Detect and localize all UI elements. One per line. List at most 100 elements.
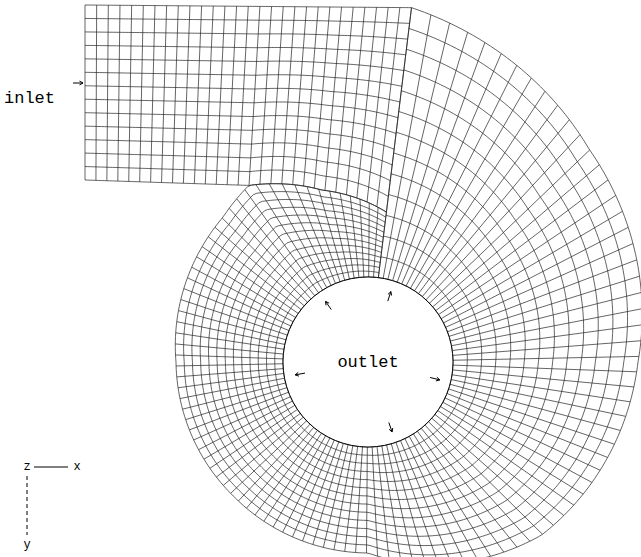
- mesh-line: [419, 105, 558, 293]
- mesh-line: [85, 45, 406, 54]
- mesh-line: [178, 311, 285, 340]
- mesh-line: [238, 424, 310, 501]
- mesh-line: [453, 356, 639, 360]
- mesh-line: [275, 257, 468, 455]
- mesh-line: [140, 5, 144, 181]
- axis-line: [34, 467, 68, 468]
- outlet-arrow: [295, 372, 305, 376]
- mesh-line: [197, 257, 296, 318]
- mesh-line: [172, 6, 178, 183]
- mesh-line: [249, 6, 260, 185]
- axis-label: y: [23, 539, 30, 551]
- mesh-line: [194, 397, 291, 440]
- outlet-arrow: [326, 301, 332, 309]
- mesh-line: [439, 195, 616, 314]
- mesh-line: [258, 215, 496, 472]
- mesh-line: [95, 5, 97, 180]
- mesh-line: [192, 267, 293, 322]
- mesh-line: [441, 211, 622, 318]
- axis-label: z: [23, 461, 30, 473]
- mesh-line: [210, 409, 298, 468]
- mesh-line: [446, 244, 633, 328]
- mesh-line: [447, 260, 636, 332]
- mesh-line: [180, 378, 285, 398]
- mesh-line: [443, 402, 592, 482]
- mesh-line: [208, 237, 301, 310]
- mesh-line: [85, 72, 402, 86]
- mesh-line: [267, 236, 482, 464]
- mesh-line: [183, 383, 286, 409]
- mesh-line: [292, 440, 334, 537]
- mesh-line: [415, 91, 545, 291]
- mesh-line: [413, 434, 490, 556]
- mesh-line: [216, 6, 225, 184]
- outlet-circle: [283, 277, 453, 447]
- mesh-line: [372, 447, 377, 556]
- mesh-line: [176, 364, 283, 366]
- axis-label: x: [73, 461, 80, 473]
- mesh-line: [245, 190, 319, 293]
- mesh-line: [383, 15, 431, 279]
- mesh-line: [233, 153, 539, 499]
- mesh-line: [85, 126, 394, 149]
- mesh-line: [204, 405, 295, 459]
- mesh-line: [205, 6, 213, 184]
- mesh-line: [184, 289, 289, 331]
- mesh-line: [151, 6, 155, 183]
- mesh-line: [391, 444, 425, 557]
- mesh-line: [382, 446, 401, 557]
- mesh-line: [260, 7, 272, 185]
- mesh-line: [451, 380, 626, 417]
- mesh-line: [118, 5, 120, 181]
- outlet-label: outlet: [337, 354, 398, 371]
- mesh-line: [452, 375, 630, 402]
- mesh-line: [271, 7, 283, 184]
- mesh-line: [429, 150, 589, 303]
- mesh-line: [85, 86, 400, 102]
- mesh-line: [377, 447, 389, 557]
- mesh-line: [405, 439, 464, 557]
- mesh-line: [85, 32, 408, 39]
- mesh-grid: [85, 5, 641, 557]
- mesh-line: [85, 140, 392, 165]
- mesh-line: [237, 199, 315, 296]
- mesh-line: [194, 6, 201, 184]
- mesh-line: [85, 5, 86, 180]
- inlet-label: inlet: [4, 90, 55, 107]
- mesh-line: [200, 70, 598, 536]
- mesh-line: [250, 195, 511, 482]
- mesh-line: [175, 8, 641, 557]
- mesh-line: [85, 59, 404, 71]
- mesh-line: [85, 99, 398, 118]
- inlet-arrow: [73, 81, 83, 85]
- mesh-line: [323, 445, 348, 548]
- mesh-line: [295, 185, 336, 284]
- mesh-line: [107, 5, 108, 181]
- mesh-line: [409, 436, 477, 557]
- axis-line: [27, 476, 28, 535]
- mesh-line: [440, 406, 583, 494]
- outlet-arrow: [430, 377, 440, 381]
- mesh-line: [283, 277, 453, 447]
- mesh-line: [238, 6, 248, 185]
- mesh-line: [85, 18, 410, 23]
- mesh-line: [209, 91, 584, 527]
- mesh-line: [85, 180, 386, 212]
- mesh-line: [217, 111, 569, 517]
- outlet-arrow: [389, 423, 393, 432]
- mesh-line: [397, 42, 485, 282]
- mesh-line: [129, 5, 132, 181]
- mesh-line: [222, 218, 307, 302]
- mesh-line: [85, 153, 390, 181]
- mesh-line: [422, 120, 569, 297]
- mesh-line: [162, 6, 167, 183]
- mesh-line: [445, 398, 600, 470]
- mesh-line: [85, 5, 412, 8]
- mesh-line: [183, 6, 190, 183]
- mesh-line: [184, 28, 628, 554]
- mesh-line: [192, 49, 613, 545]
- flow-arrows: [27, 81, 440, 535]
- mesh-line: [438, 411, 574, 506]
- mesh-line: [428, 422, 542, 535]
